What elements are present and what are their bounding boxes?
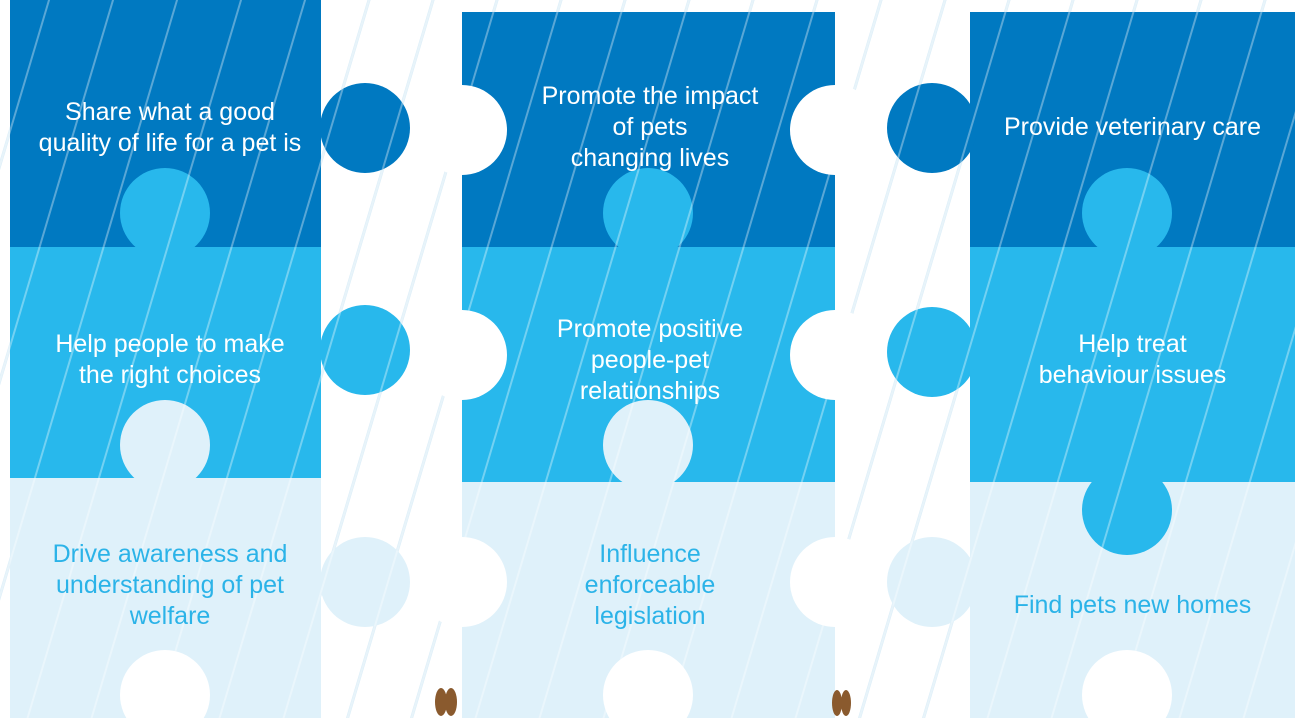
- puzzle-knob-17: [887, 307, 977, 397]
- puzzle-knob-8: [417, 310, 507, 400]
- puzzle-knob-1: [320, 83, 410, 173]
- puzzle-knob-19: [1082, 168, 1172, 258]
- stripe-line: [666, 0, 883, 718]
- stripe-line: [1178, 326, 1295, 718]
- puzzle-knob-3: [320, 537, 410, 627]
- stripe-line: [538, 0, 755, 718]
- dog-ear-icon: [445, 688, 457, 716]
- stripe-line: [794, 0, 1011, 718]
- puzzle-knob-15: [603, 650, 693, 718]
- puzzle-knob-9: [417, 537, 507, 627]
- puzzle-knob-7: [417, 85, 507, 175]
- stripe-line: [154, 0, 371, 718]
- puzzle-knob-4: [120, 168, 210, 258]
- puzzle-knob-21: [1082, 650, 1172, 718]
- puzzle-knob-2: [320, 305, 410, 395]
- stripe-line: [986, 0, 1203, 718]
- stripe-line: [218, 0, 435, 718]
- piece-col3-row2: [970, 247, 1295, 482]
- stripe-line: [730, 0, 947, 718]
- dog-ear-icon: [435, 688, 447, 716]
- stripe-line: [474, 0, 691, 718]
- puzzle-knob-14: [603, 400, 693, 490]
- puzzle-knob-11: [790, 310, 880, 400]
- dog-ear-icon: [841, 690, 851, 716]
- puzzle-knob-12: [790, 537, 880, 627]
- stripe-line: [90, 0, 307, 718]
- puzzle-knob-20: [1082, 465, 1172, 555]
- stripe-line: [1050, 0, 1267, 718]
- puzzle-knob-13: [603, 168, 693, 258]
- dog-ears-decoration: [435, 688, 851, 716]
- stripe-line: [0, 0, 115, 384]
- stripe-line: [602, 0, 819, 718]
- stripe-line: [282, 0, 499, 718]
- stripe-line: [922, 0, 1139, 718]
- puzzle-knob-10: [790, 85, 880, 175]
- stripe-line: [410, 0, 627, 718]
- puzzle-knob-6: [120, 650, 210, 718]
- stripe-line: [346, 0, 563, 718]
- stripe-line: [1242, 541, 1295, 718]
- puzzle-knob-18: [887, 537, 977, 627]
- puzzle-pieces: [10, 0, 1295, 718]
- stripe-line: [0, 0, 51, 169]
- stripe-line: [0, 0, 179, 599]
- dog-ear-icon: [832, 690, 842, 716]
- stripe-line: [858, 0, 1075, 718]
- puzzle-knob-5: [120, 400, 210, 490]
- stripe-line: [26, 0, 243, 718]
- stripe-line: [1114, 110, 1295, 718]
- puzzle-knob-16: [887, 83, 977, 173]
